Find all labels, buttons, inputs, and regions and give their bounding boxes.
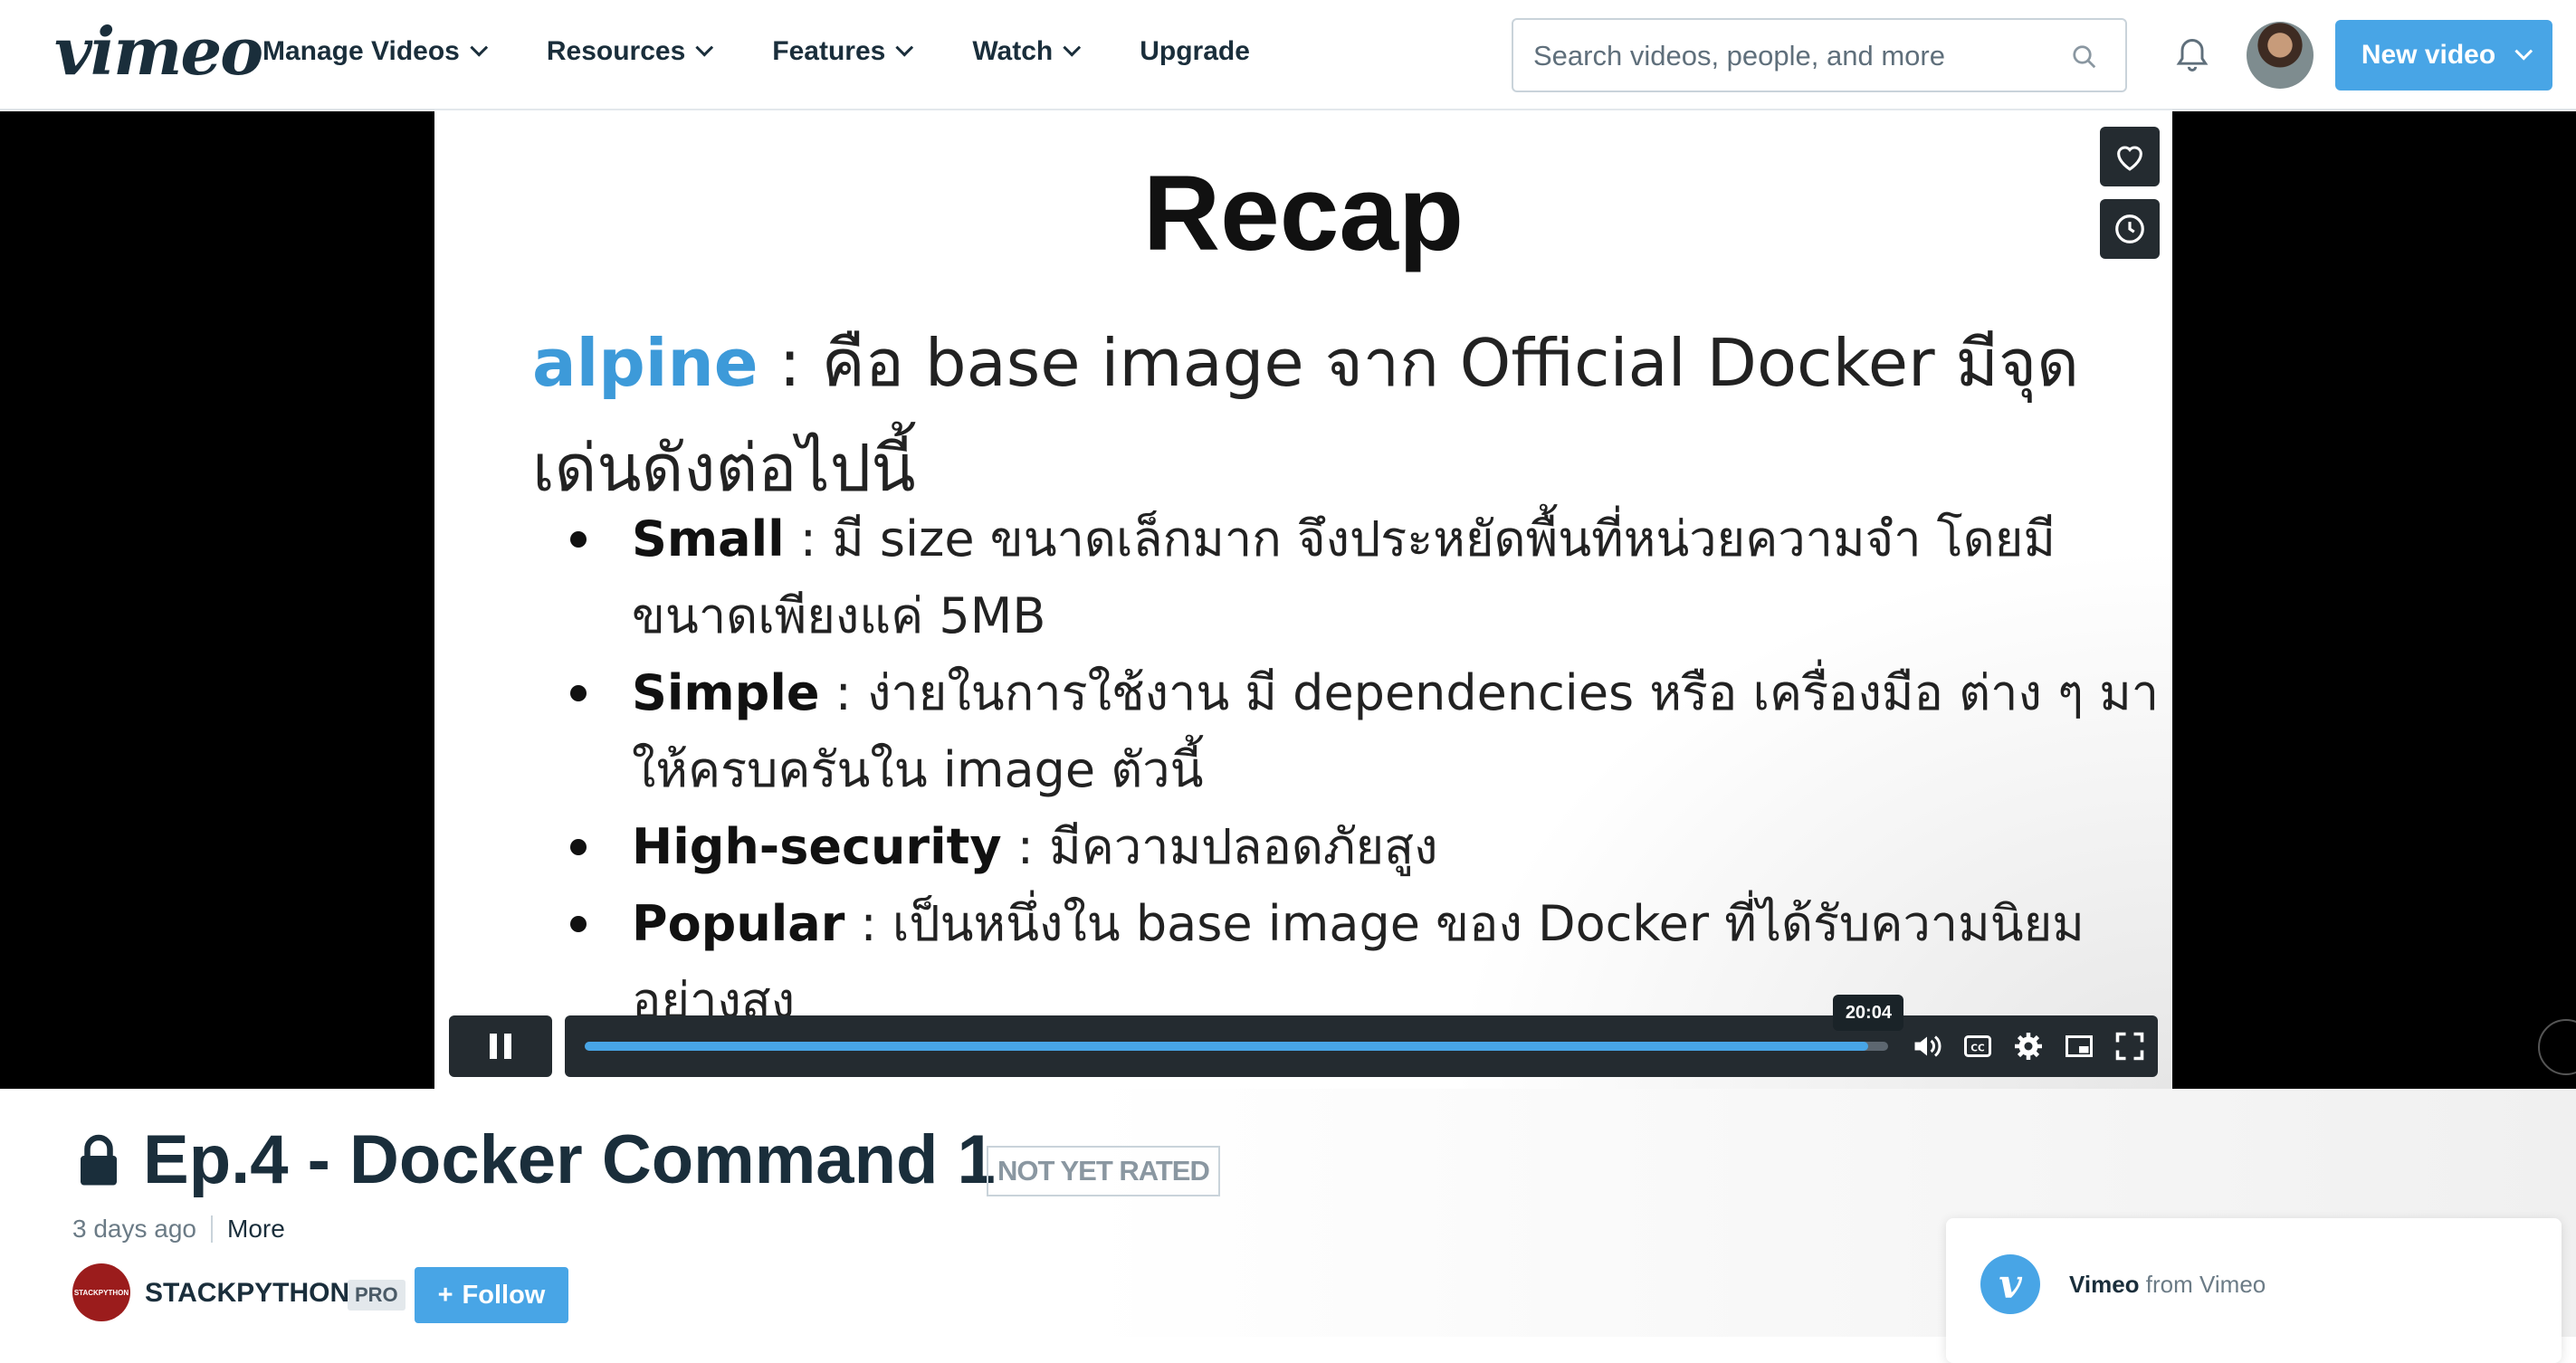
card-text: Vimeo from Vimeo — [2069, 1271, 2266, 1299]
search-input[interactable] — [1533, 36, 2058, 76]
nav-watch[interactable]: Watch — [972, 36, 1082, 67]
user-avatar[interactable] — [2247, 22, 2314, 89]
search-icon[interactable] — [2071, 43, 2098, 71]
lock-icon — [81, 1134, 117, 1186]
nav-upgrade[interactable]: Upgrade — [1140, 36, 1250, 67]
vimeo-v-icon: v — [1980, 1254, 2040, 1314]
bullet-term: Small — [632, 510, 785, 567]
control-bar: 20:04 CC — [565, 995, 2158, 1077]
follow-label: Follow — [462, 1280, 546, 1310]
nav-label: Resources — [546, 36, 686, 66]
slide-bullet: Simple : ง่ายในการใช้งาน มี dependencies… — [570, 654, 2163, 808]
vimeo-promo-card[interactable]: v Vimeo from Vimeo — [1946, 1218, 2562, 1363]
posted-time: 3 days ago — [72, 1215, 196, 1243]
chevron-down-icon — [1063, 38, 1082, 57]
bell-icon[interactable] — [2172, 34, 2212, 76]
nav-label: Features — [772, 36, 886, 66]
video-meta: 3 days ago More — [72, 1215, 285, 1244]
bullet-text: : เป็นหนึ่งใน base image ของ Docker ที่ไ… — [632, 895, 2085, 1029]
slide-intro-text: : คือ base image จาก Official Docker มีจ… — [532, 325, 2079, 506]
time-tooltip: 20:04 — [1833, 995, 1904, 1031]
more-link[interactable]: More — [227, 1215, 285, 1243]
slide-keyword: alpine — [532, 325, 758, 401]
picture-in-picture-icon[interactable] — [2062, 1030, 2096, 1063]
follow-button[interactable]: + Follow — [415, 1267, 568, 1323]
meta-divider — [211, 1215, 213, 1243]
chevron-down-icon — [2514, 42, 2533, 61]
plus-icon: + — [437, 1280, 453, 1310]
bullet-term: Simple — [632, 664, 820, 721]
captions-icon[interactable]: CC — [1961, 1030, 1995, 1063]
chevron-down-icon — [470, 38, 489, 57]
bullet-text: : ง่ายในการใช้งาน มี dependencies หรือ เ… — [632, 664, 2160, 798]
bullet-text: : มี size ขนาดเล็กมาก จึงประหยัดพื้นที่ห… — [632, 510, 2056, 644]
video-frame[interactable]: Recap alpine : คือ base image จาก Offici… — [434, 111, 2172, 1089]
pause-icon — [490, 1034, 511, 1059]
owner-name[interactable]: STACKPYTHON — [145, 1278, 350, 1308]
slide-bullet: High-security : มีความปลอดภัยสูง — [570, 808, 2163, 885]
slide-intro: alpine : คือ base image จาก Official Doc… — [532, 310, 2125, 520]
volume-icon[interactable] — [1910, 1030, 1944, 1063]
slide-bullets: Small : มี size ขนาดเล็กมาก จึงประหยัดพื… — [570, 500, 2163, 1039]
vimeo-logo[interactable]: vimeo — [54, 13, 263, 90]
player-controls: 20:04 CC — [449, 995, 2158, 1077]
pro-badge: PRO — [348, 1280, 405, 1311]
nav-resources[interactable]: Resources — [546, 36, 714, 67]
new-video-label: New video — [2361, 40, 2496, 70]
search-box — [1512, 18, 2127, 92]
card-name: Vimeo — [2069, 1271, 2140, 1298]
bullet-term: Popular — [632, 895, 845, 952]
card-from: from Vimeo — [2145, 1271, 2266, 1298]
nav-label: Upgrade — [1140, 36, 1250, 66]
slide-bullet: Popular : เป็นหนึ่งใน base image ของ Doc… — [570, 885, 2163, 1039]
rating-badge: NOT YET RATED — [987, 1146, 1220, 1196]
owner-avatar[interactable]: STACKPYTHON — [72, 1263, 130, 1321]
clock-icon — [2115, 214, 2144, 243]
watch-later-button[interactable] — [2100, 199, 2160, 259]
slide-title: Recap — [1142, 154, 1465, 273]
main-nav: Manage Videos Resources Features Watch U… — [262, 36, 1315, 67]
slide-shade — [1448, 546, 2172, 1089]
video-title: Ep.4 - Docker Command 1 — [143, 1121, 996, 1198]
pause-button[interactable] — [449, 1015, 552, 1077]
nav-features[interactable]: Features — [772, 36, 914, 67]
new-video-button[interactable]: New video — [2335, 20, 2552, 91]
settings-gear-icon[interactable] — [2011, 1030, 2046, 1063]
like-button[interactable] — [2100, 127, 2160, 186]
progress-fill — [585, 1042, 1869, 1051]
heart-icon — [2117, 146, 2142, 171]
progress-bar[interactable]: 20:04 — [585, 995, 1904, 1051]
nav-label: Watch — [972, 36, 1054, 66]
chevron-down-icon — [695, 38, 714, 57]
nav-label: Manage Videos — [262, 36, 460, 66]
chevron-down-icon — [895, 38, 914, 57]
fullscreen-icon[interactable] — [2113, 1030, 2147, 1063]
svg-text:CC: CC — [1970, 1043, 1985, 1053]
slide-bullet: Small : มี size ขนาดเล็กมาก จึงประหยัดพื… — [570, 500, 2163, 654]
nav-manage-videos[interactable]: Manage Videos — [262, 36, 489, 67]
bullet-term: High-security — [632, 818, 1002, 875]
site-header: vimeo Manage Videos Resources Features W… — [0, 0, 2576, 110]
bullet-text: : มีความปลอดภัยสูง — [1001, 818, 1438, 875]
